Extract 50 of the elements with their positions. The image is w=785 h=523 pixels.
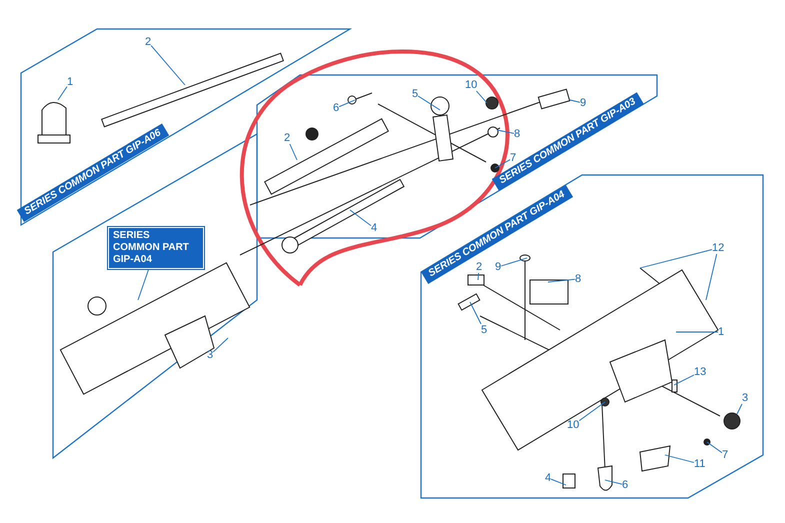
callout-number: 8 bbox=[575, 273, 582, 285]
part-number-tag: SERIES COMMON PART GIP-A04 bbox=[108, 227, 204, 269]
leader-line bbox=[674, 374, 694, 386]
leader-line bbox=[476, 90, 488, 104]
leader-line bbox=[138, 268, 150, 300]
callout-number: 6 bbox=[333, 102, 340, 114]
leader-line bbox=[212, 338, 228, 353]
leader-line bbox=[664, 454, 694, 463]
leader-line bbox=[418, 96, 440, 110]
leader-line bbox=[350, 210, 372, 226]
leader-line bbox=[58, 86, 68, 100]
leader-line bbox=[496, 130, 514, 134]
leader-line bbox=[478, 272, 480, 280]
callout-number: 5 bbox=[412, 88, 418, 100]
leader-line bbox=[706, 254, 718, 300]
callout-number: 1 bbox=[67, 76, 74, 88]
leader-line bbox=[706, 442, 722, 454]
callout-number: 11 bbox=[694, 458, 706, 470]
callout-number: 13 bbox=[694, 366, 706, 378]
callout-number: 2 bbox=[476, 261, 482, 273]
leader-line bbox=[470, 302, 482, 324]
callout-number: 2 bbox=[145, 36, 152, 48]
callout-number: 4 bbox=[545, 472, 552, 484]
callout-number: 5 bbox=[481, 324, 488, 336]
callout-number: 7 bbox=[722, 449, 728, 461]
callout-number: 12 bbox=[712, 242, 724, 254]
leader-line bbox=[338, 100, 356, 108]
callout-number: 10 bbox=[465, 79, 478, 91]
leader-line bbox=[150, 45, 186, 86]
leader-line bbox=[736, 404, 742, 414]
leader-line bbox=[548, 278, 576, 282]
callout-number: 7 bbox=[510, 152, 516, 164]
leader-line bbox=[494, 159, 510, 168]
leader-line bbox=[578, 402, 606, 422]
callout-number: 9 bbox=[580, 97, 586, 109]
leader-line bbox=[604, 480, 622, 485]
leader-line bbox=[640, 249, 712, 268]
callout-number: 4 bbox=[371, 222, 378, 234]
leader-line bbox=[500, 258, 528, 266]
callout-number: 8 bbox=[514, 128, 520, 140]
callout-number: 3 bbox=[742, 392, 748, 404]
callout-number: 1 bbox=[718, 326, 724, 338]
callout-number: 9 bbox=[495, 261, 502, 273]
leader-line bbox=[289, 144, 298, 160]
leader-line bbox=[570, 100, 580, 103]
callout-number: 6 bbox=[622, 479, 628, 491]
callout-number: 10 bbox=[567, 419, 580, 431]
leader-line bbox=[550, 478, 566, 486]
callout-number: 2 bbox=[284, 132, 290, 144]
callout-number: 3 bbox=[207, 349, 214, 361]
